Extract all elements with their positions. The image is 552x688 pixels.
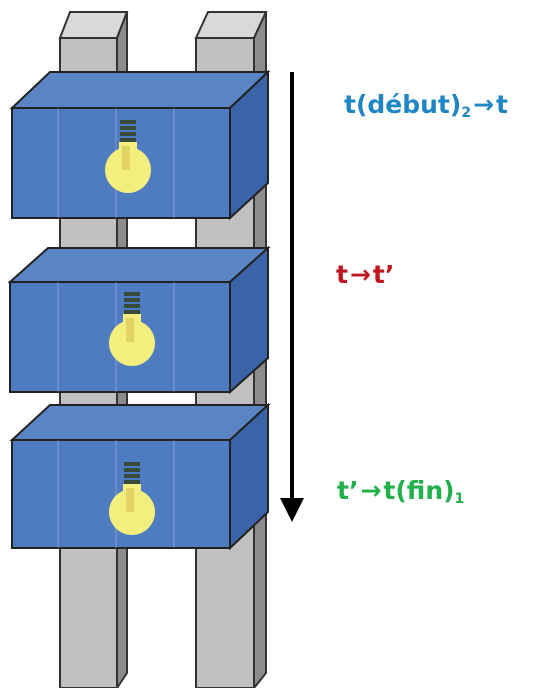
label-end-subscript: 1 — [454, 491, 465, 507]
label-middle-target: t’ — [372, 260, 395, 289]
elevator-box-3 — [9, 402, 271, 551]
light-bulb-icon — [109, 292, 155, 366]
label-start-text: t(début) — [344, 90, 462, 119]
label-end-target: t(fin) — [383, 476, 455, 505]
arrow-right-icon: → — [473, 90, 495, 119]
label-start-subscript: 2 — [461, 105, 472, 121]
arrow-right-icon: → — [349, 260, 371, 289]
label-start-target: t — [496, 90, 508, 119]
light-bulb-icon — [109, 462, 155, 535]
label-end-text: t’ — [337, 476, 359, 505]
time-arrow — [280, 72, 304, 522]
label-middle: t→t’ — [336, 262, 394, 287]
elevator-box-1 — [9, 69, 271, 221]
arrow-right-icon: → — [360, 476, 382, 505]
light-bulb-icon — [105, 120, 151, 193]
label-end: t’→t(fin)1 — [337, 478, 464, 506]
label-middle-text: t — [336, 260, 348, 289]
elevator-box-2 — [7, 245, 271, 395]
label-start: t(début)2→t — [344, 92, 508, 120]
